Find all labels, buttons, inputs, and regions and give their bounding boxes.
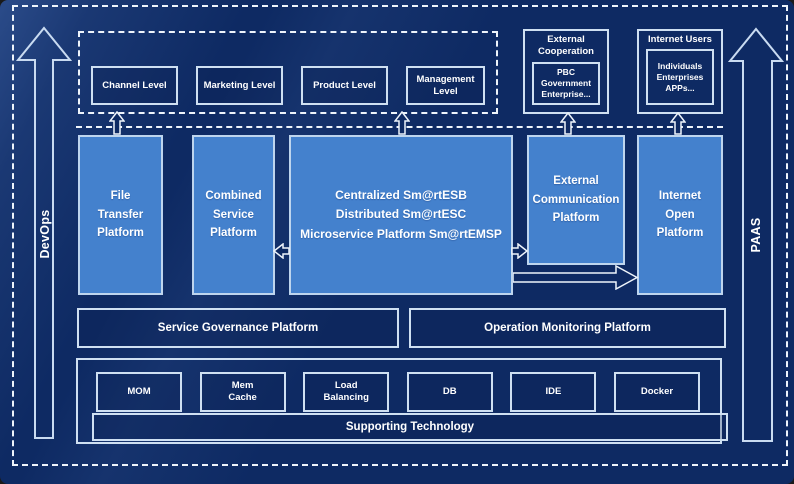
internet-users-title: Internet Users <box>648 34 712 45</box>
devops-label: DevOps <box>38 209 52 259</box>
supporting-section-container <box>76 358 722 444</box>
paas-label: PAAS <box>749 217 763 253</box>
level-box-product: Product Level <box>301 66 388 105</box>
tech-box-ide: IDE <box>510 372 597 412</box>
up-arrow-icon <box>670 112 686 135</box>
up-arrow-icon <box>394 111 410 135</box>
up-arrow-icon <box>109 111 125 135</box>
platform-box-combined-service: Combined Service Platform <box>192 135 275 295</box>
flow-arrow-icon <box>513 265 639 290</box>
right-arrow-icon <box>511 243 528 259</box>
level-box-management: Management Level <box>406 66 485 105</box>
platform-box-external-communication: External Communication Platform <box>527 135 625 265</box>
tech-box-mem-cache: Mem Cache <box>199 372 286 412</box>
platform-box-centralized-esb: Centralized Sm@rtESB Distributed Sm@rtES… <box>289 135 513 295</box>
external-cooperation-box: External Cooperation PBC Government Ente… <box>523 29 609 114</box>
up-arrow-icon <box>560 112 576 135</box>
service-governance-box: Service Governance Platform <box>77 308 399 348</box>
tech-box-db: DB <box>406 372 493 412</box>
left-arrow-icon <box>273 243 290 259</box>
paas-arrow: PAAS <box>727 27 785 443</box>
external-cooperation-title: External Cooperation <box>538 34 594 58</box>
levels-dashed-container: Channel Level Marketing Level Product Le… <box>78 31 498 114</box>
level-box-marketing: Marketing Level <box>196 66 283 105</box>
technology-row: MOM Mem Cache Load Balancing DB IDE Dock… <box>96 372 700 412</box>
platform-box-internet-open: Internet Open Platform <box>637 135 723 295</box>
level-box-channel: Channel Level <box>91 66 178 105</box>
up-arrow-icon <box>727 27 785 442</box>
internet-users-content: Individuals Enterprises APPs... <box>646 49 714 105</box>
external-cooperation-content: PBC Government Enterprise... <box>532 61 600 105</box>
up-arrow-icon <box>16 26 73 439</box>
tech-box-mom: MOM <box>96 372 182 412</box>
devops-arrow: DevOps <box>16 26 74 442</box>
platform-box-file-transfer: File Transfer Platform <box>78 135 163 295</box>
outer-dashed-border <box>12 5 788 466</box>
supporting-technology-bar: Supporting Technology <box>92 413 728 441</box>
tech-box-load-balancing: Load Balancing <box>303 372 390 412</box>
tech-box-docker: Docker <box>613 372 700 412</box>
internet-users-box: Internet Users Individuals Enterprises A… <box>637 29 723 114</box>
operation-monitoring-box: Operation Monitoring Platform <box>409 308 726 348</box>
